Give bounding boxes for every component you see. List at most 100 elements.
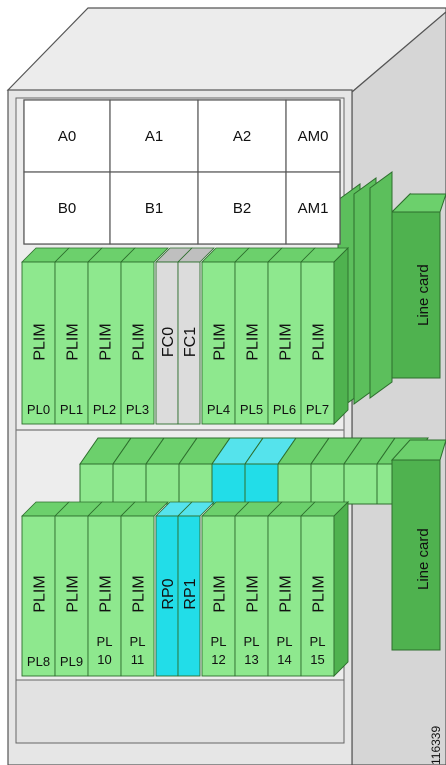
plim-card: PLIM PL0 [21, 247, 70, 425]
rear-card-front [79, 463, 114, 505]
slot-label: PL7 [306, 402, 329, 417]
slot-label-line2: 14 [277, 652, 291, 667]
card-front [300, 515, 335, 677]
card-front [234, 261, 269, 425]
card-label-plim: PLIM [245, 323, 262, 360]
air-module-cell [285, 99, 341, 173]
card-label-special: FC1 [182, 327, 199, 357]
slot-label-line2: 12 [211, 652, 225, 667]
air-module-label: AM1 [298, 200, 329, 217]
lower-line-card-side: Line card [415, 528, 432, 590]
slot-label: PL1 [60, 402, 83, 417]
rear-card-front [343, 463, 378, 505]
air-module-cell [109, 171, 199, 245]
air-module-cell [197, 99, 287, 173]
upper-line-card-label: Line card [415, 264, 432, 326]
card-front [21, 261, 56, 425]
rear-line-card-lower [391, 459, 441, 651]
chassis-bottom-panel [15, 679, 345, 744]
slot-label: PL3 [126, 402, 149, 417]
rear-line-card-upper-top [390, 193, 446, 213]
air-module-label: B0 [58, 200, 76, 217]
rear-card-front [244, 463, 279, 505]
air-module-cell [23, 171, 111, 245]
card-front [267, 261, 302, 425]
slot-label-line1: PL [97, 634, 113, 649]
card-front [120, 261, 155, 425]
card-front [87, 261, 122, 425]
slot-label: PL0 [27, 402, 50, 417]
card-cage-side [333, 500, 349, 678]
card-front [177, 261, 201, 425]
air-module-cell [197, 171, 287, 245]
slot-label: PL4 [207, 402, 230, 417]
slot-label: PL2 [93, 402, 116, 417]
slot-label-line1: PL [244, 634, 260, 649]
plim-card: PLIM PL 11 [120, 501, 169, 677]
rear-card-front [211, 463, 246, 505]
plim-card: PLIM PL6 [267, 247, 316, 425]
card-label-plim: PLIM [131, 323, 148, 360]
plim-card: PLIM PL7 [300, 247, 349, 425]
slot-label-line1: PL [211, 634, 227, 649]
air-module-cell [109, 99, 199, 173]
plim-card: PLIM PL5 [234, 247, 283, 425]
slot-label-line1: PL [310, 634, 326, 649]
card-front [54, 261, 89, 425]
plim-card: PLIM PL 15 [300, 501, 349, 677]
card-label-plim: PLIM [98, 323, 115, 360]
slot-label: PL5 [240, 402, 263, 417]
card-label-plim: PLIM [98, 575, 115, 612]
slot-label: PL9 [60, 654, 83, 669]
card-label-special: RP1 [182, 578, 199, 609]
card-label-plim: PLIM [311, 323, 328, 360]
rear-card-front [277, 463, 312, 505]
figure-number: 116339 [429, 726, 443, 765]
slot-label-line2: 11 [131, 652, 145, 667]
card-front [234, 515, 269, 677]
card-label-plim: PLIM [278, 575, 295, 612]
slot-label: PL6 [273, 402, 296, 417]
rear-line-card-lower-top [390, 439, 446, 461]
card-label-plim: PLIM [32, 323, 49, 360]
card-label-special: RP0 [160, 578, 177, 609]
plim-card: PLIM PL 13 [234, 501, 283, 677]
card-front [177, 515, 201, 677]
card-label-plim: PLIM [65, 323, 82, 360]
plim-card: PLIM PL1 [54, 247, 103, 425]
route-processor-card: RP0 [155, 501, 193, 677]
card-label-plim: PLIM [131, 575, 148, 612]
air-module-cell [285, 171, 341, 245]
rear-card-front [112, 463, 147, 505]
lower-line-card-label: Line card [415, 528, 432, 590]
rear-card-front [310, 463, 345, 505]
card-label-plim: PLIM [245, 575, 262, 612]
card-label-plim: PLIM [212, 575, 229, 612]
slot-label-line2: 15 [310, 652, 324, 667]
rear-card-front [145, 463, 180, 505]
card-label-plim: PLIM [65, 575, 82, 612]
card-label-special: FC0 [160, 327, 177, 357]
slot-label-line1: PL [130, 634, 146, 649]
card-front [87, 515, 122, 677]
card-cage-side [333, 246, 349, 426]
slot-label-line2: 13 [244, 652, 258, 667]
card-label-plim: PLIM [311, 575, 328, 612]
rear-line-card-upper [391, 211, 441, 379]
plim-card: PLIM PL2 [87, 247, 136, 425]
upper-line-card-side: Line card [415, 264, 432, 326]
fabric-card: FC1 [177, 247, 215, 425]
card-front [267, 515, 302, 677]
air-module-label: B2 [233, 200, 251, 217]
air-module-label: A0 [58, 128, 76, 145]
card-front [54, 515, 89, 677]
air-module-label: B1 [145, 200, 163, 217]
card-label-plim: PLIM [278, 323, 295, 360]
air-module-label: AM0 [298, 128, 329, 145]
rear-card-block [369, 171, 393, 399]
